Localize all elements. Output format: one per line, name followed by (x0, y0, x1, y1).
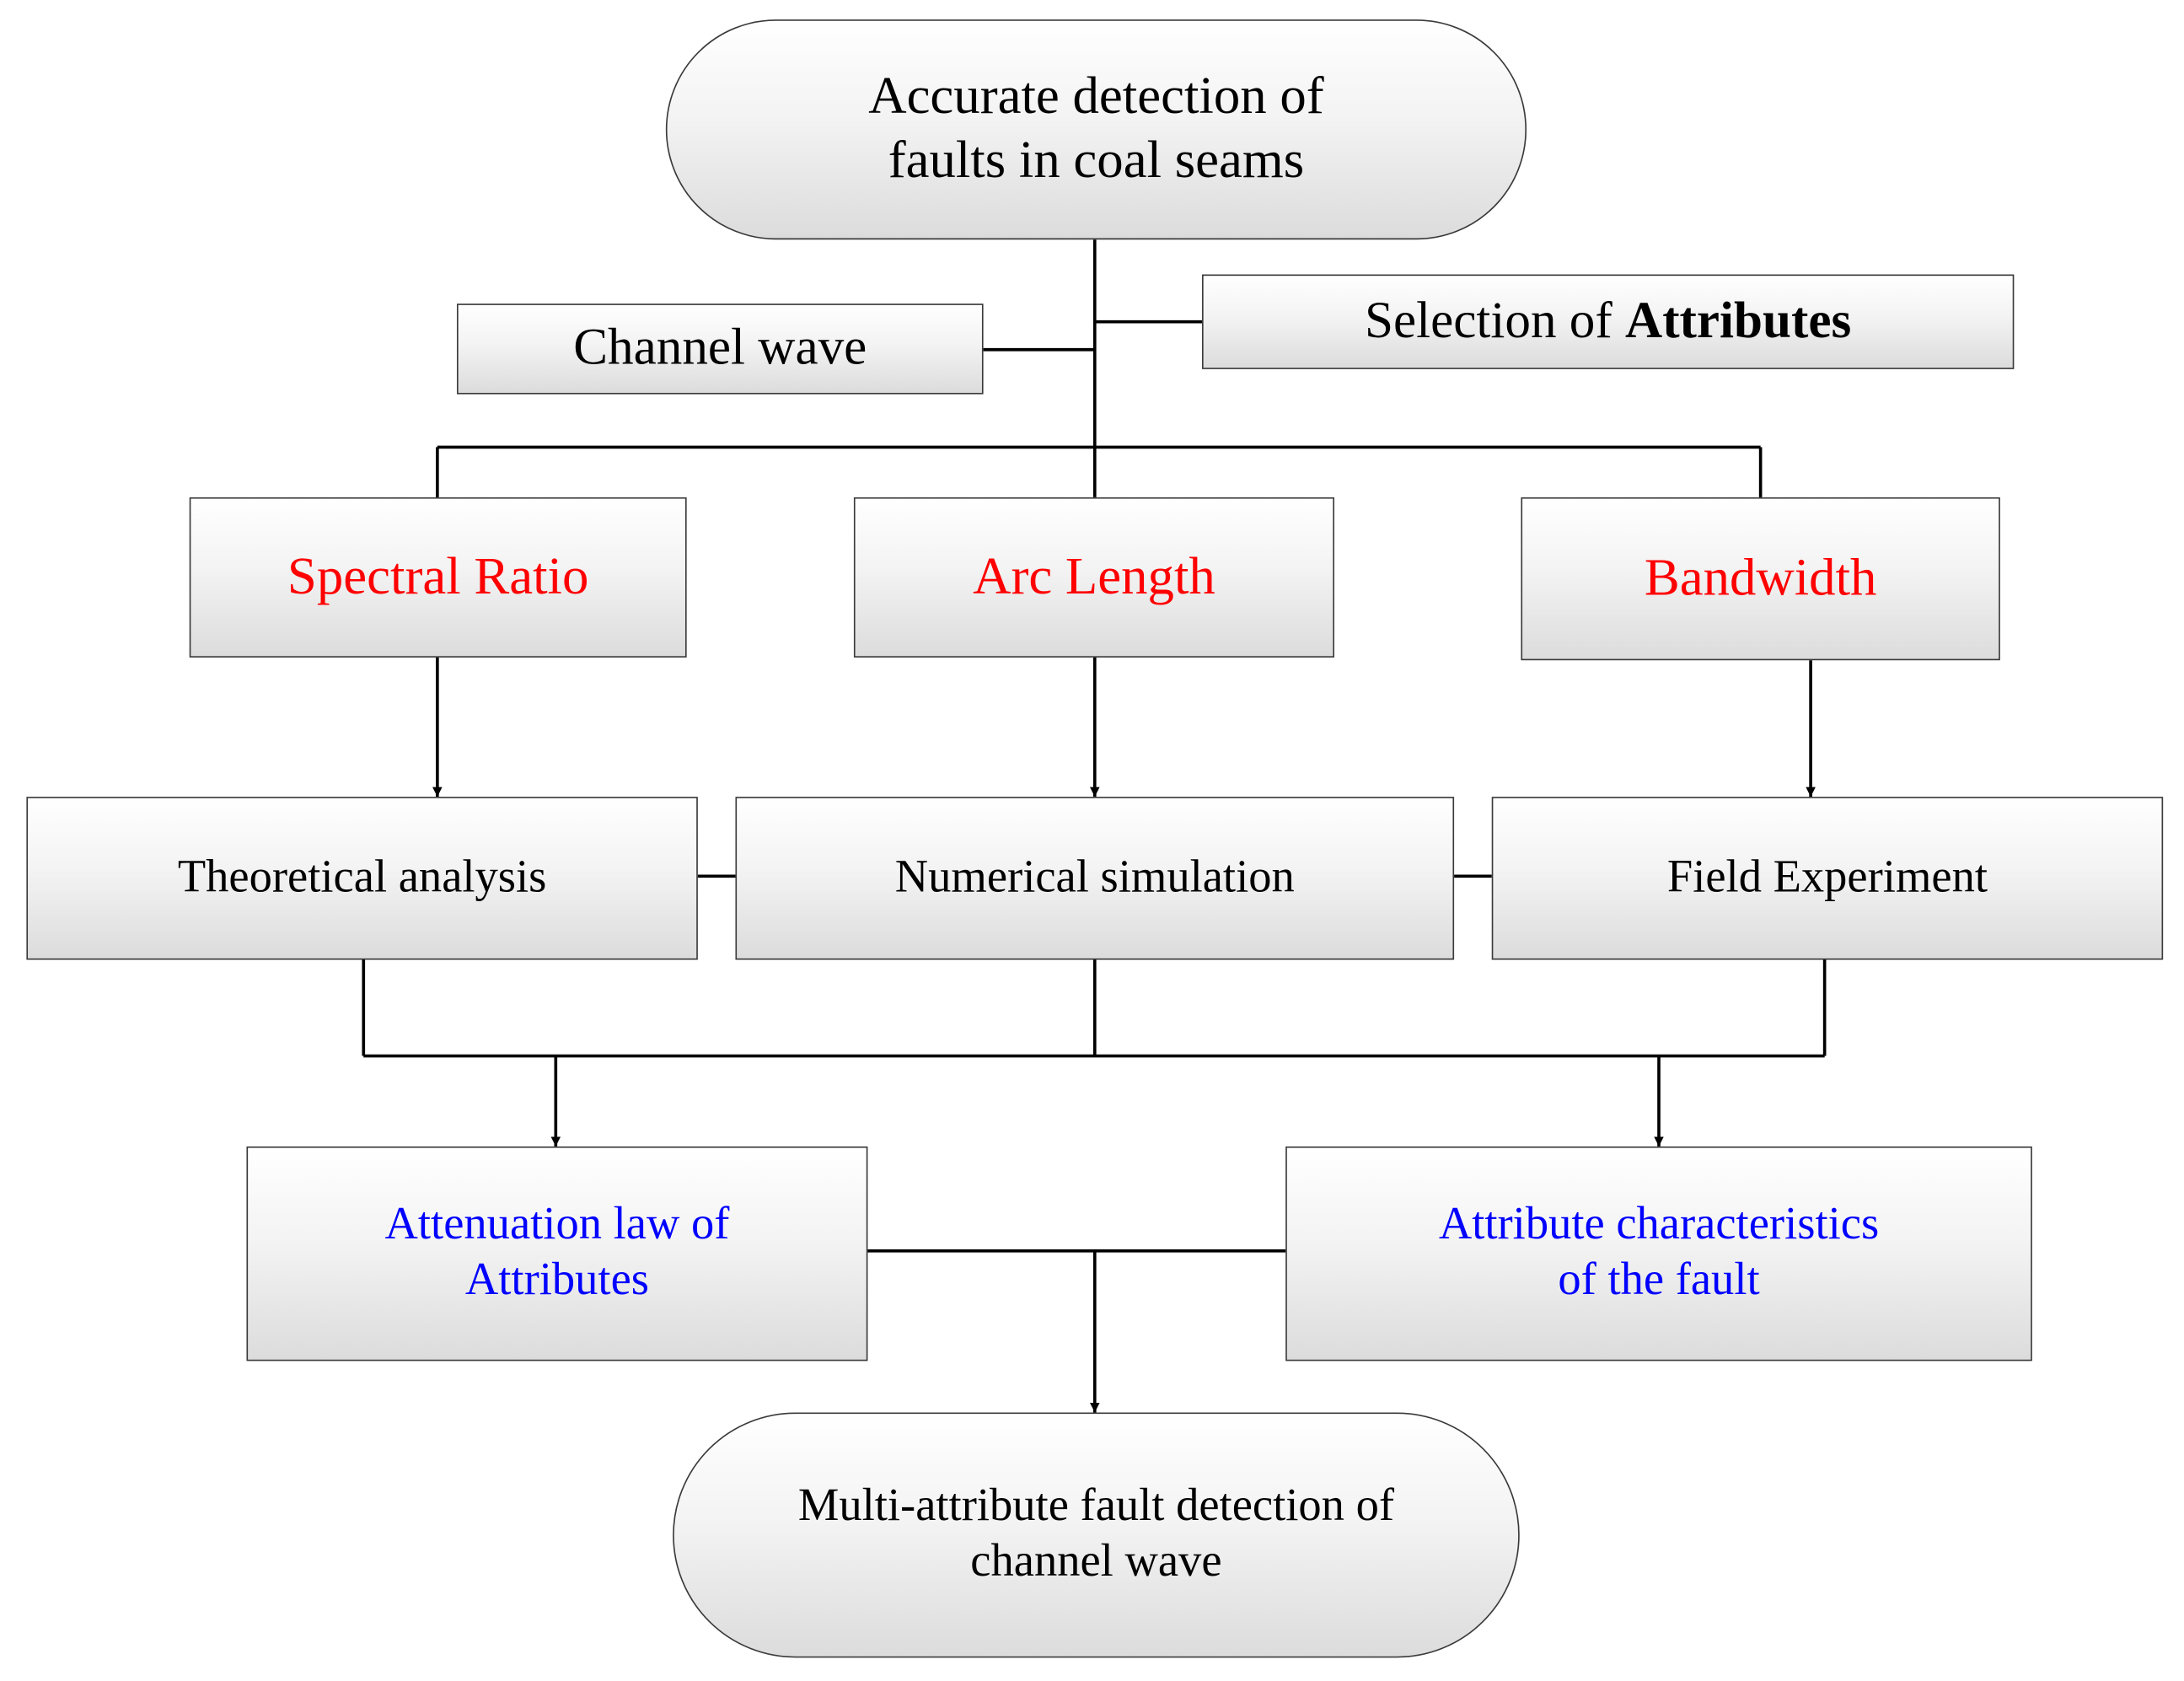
theoretical-analysis-box: Theoretical analysis (26, 797, 698, 960)
bandwidth-box: Bandwidth (1521, 497, 2000, 661)
attribute-characteristics-box: Attribute characteristics of the fault (1285, 1146, 2032, 1361)
spectral-ratio-label: Spectral Ratio (287, 546, 589, 606)
attenuation-line-1: Attenuation law of (384, 1200, 730, 1250)
numerical-simulation-label: Numerical simulation (894, 851, 1295, 903)
field-experiment-box: Field Experiment (1491, 797, 2164, 960)
channel-wave-label: Channel wave (573, 319, 867, 377)
channel-wave-box: Channel wave (456, 303, 984, 395)
end-line-1: Multi-attribute fault detection of (797, 1481, 1395, 1532)
start-line-2: faults in coal seams (888, 131, 1305, 190)
selection-label: Selection of (1365, 292, 1626, 350)
end-line-2: channel wave (970, 1536, 1222, 1587)
field-experiment-label: Field Experiment (1666, 851, 1988, 903)
spectral-ratio-box: Spectral Ratio (189, 497, 687, 658)
bandwidth-label: Bandwidth (1644, 548, 1877, 607)
attenuation-law-box: Attenuation law of Attributes (246, 1146, 868, 1361)
theoretical-analysis-label: Theoretical analysis (177, 851, 547, 903)
start-line-1: Accurate detection of (868, 67, 1324, 126)
characteristics-line-2: of the fault (1558, 1254, 1760, 1306)
selection-of-attributes-box: Selection of Attributes (1202, 274, 2015, 369)
start-terminal: Accurate detection of faults in coal sea… (665, 19, 1527, 240)
numerical-simulation-box: Numerical simulation (735, 797, 1455, 960)
arc-length-label: Arc Length (973, 546, 1215, 606)
attenuation-line-2: Attributes (464, 1254, 649, 1306)
arc-length-box: Arc Length (853, 497, 1334, 658)
selection-bold-label: Attributes (1625, 292, 1852, 350)
characteristics-line-1: Attribute characteristics (1438, 1200, 1880, 1250)
end-terminal: Multi-attribute fault detection of chann… (673, 1412, 1520, 1658)
